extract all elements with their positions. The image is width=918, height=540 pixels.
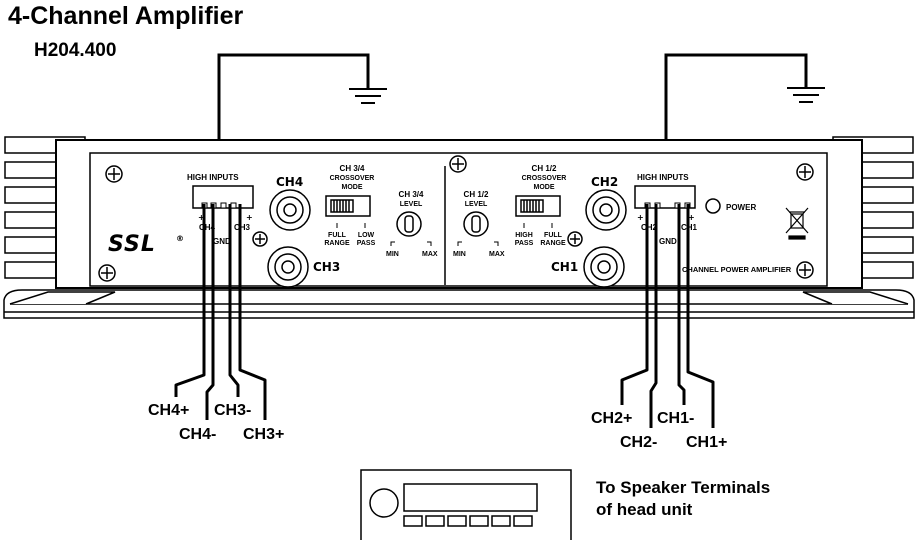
low-pass-label: PASS	[357, 240, 376, 247]
ch3-rca-jack	[267, 246, 309, 288]
ch34-crossover-label: CH 3/4	[340, 164, 365, 173]
ch12-level-label: CH 1/2	[464, 190, 489, 199]
page-title: 4-Channel Amplifier	[8, 2, 244, 30]
max-label: MAX	[422, 251, 438, 258]
ch2-rca-label: CH2	[591, 175, 618, 189]
ground-wire-left	[217, 53, 370, 176]
screw-icon	[449, 155, 467, 173]
ch12-crossover-switch	[515, 195, 561, 217]
max-label: MAX	[489, 251, 505, 258]
ch12-level-knob	[463, 211, 489, 237]
ch4-rca-label: CH4	[276, 175, 303, 189]
ch1-rca-jack	[583, 246, 625, 288]
full-range-label: RANGE	[540, 240, 566, 247]
full-range-label: RANGE	[324, 240, 350, 247]
min-label: MIN	[386, 251, 399, 258]
ch34-level-label: CH 3/4	[399, 190, 424, 199]
ch4-rca-jack	[269, 189, 311, 231]
min-label: MIN	[453, 251, 466, 258]
ch12-level-label: LEVEL	[465, 201, 488, 208]
gnd-left-label: GND	[213, 237, 231, 246]
head-unit-caption: To Speaker Terminals of head unit	[596, 477, 770, 521]
wire-label-ch4-plus: CH4+	[148, 402, 190, 419]
ch12-crossover-label: CH 1/2	[532, 164, 557, 173]
screw-icon	[796, 163, 814, 181]
ch34-level-label: LEVEL	[400, 201, 423, 208]
input-wires-right	[620, 204, 715, 428]
ch34-crossover-label: CROSSOVER	[330, 175, 375, 182]
wire-label-ch3-minus: CH3-	[214, 402, 252, 419]
svg-text:+: +	[246, 213, 253, 222]
channel-power-amplifier-label: CHANNEL POWER AMPLIFIER	[682, 265, 792, 274]
screw-icon	[105, 165, 123, 183]
wire-label-ch2-plus: CH2+	[591, 410, 633, 427]
power-led	[705, 198, 721, 214]
ch34-level-knob	[396, 211, 422, 237]
ch34-crossover-label: MODE	[342, 184, 363, 191]
power-label: POWER	[726, 203, 756, 212]
ch1-rca-label: CH1	[551, 260, 578, 274]
ch34-crossover-switch	[325, 195, 371, 217]
low-pass-label: LOW	[358, 232, 375, 239]
ground-symbol-right	[787, 87, 825, 103]
high-inputs-right-label: HIGH INPUTS	[637, 173, 689, 182]
ch12-crossover-label: CROSSOVER	[522, 175, 567, 182]
brand-registered-mark: ®	[176, 234, 184, 243]
amplifier-base	[3, 289, 915, 319]
svg-text:+: +	[688, 213, 695, 222]
model-number: H204.400	[34, 40, 117, 61]
head-unit	[360, 469, 572, 540]
full-range-label: FULL	[328, 232, 347, 239]
input-wires-left	[174, 204, 267, 420]
screw-icon	[567, 231, 583, 247]
ch3-rca-label: CH3	[313, 260, 340, 274]
high-inputs-left-label: HIGH INPUTS	[187, 173, 239, 182]
wire-label-ch4-minus: CH4-	[179, 426, 217, 443]
ssl-logo: SSL ®	[108, 232, 184, 257]
svg-text:+: +	[198, 213, 205, 222]
wire-label-ch1-minus: CH1-	[657, 410, 695, 427]
ground-wire-right	[664, 53, 808, 176]
head-unit-caption-line2: of head unit	[596, 500, 693, 519]
head-unit-caption-line1: To Speaker Terminals	[596, 478, 771, 497]
wire-label-ch1-plus: CH1+	[686, 434, 728, 451]
screw-icon	[796, 261, 814, 279]
wire-label-ch3-plus: CH3+	[243, 426, 285, 443]
weee-bin-icon	[785, 207, 809, 240]
brand-text: SSL	[108, 232, 156, 257]
ground-symbol-left	[349, 88, 387, 104]
wire-label-ch2-minus: CH2-	[620, 434, 658, 451]
high-pass-label: HIGH	[515, 232, 533, 239]
ch2-terminal-label: CH2	[641, 223, 658, 232]
gnd-right-label: GND	[659, 237, 677, 246]
ch12-crossover-label: MODE	[534, 184, 555, 191]
ch2-rca-jack	[585, 189, 627, 231]
high-pass-label: PASS	[515, 240, 534, 247]
ch4-terminal-label: CH4	[199, 223, 216, 232]
screw-icon	[98, 264, 116, 282]
screw-icon	[252, 231, 268, 247]
ch3-terminal-label: CH3	[234, 223, 251, 232]
svg-text:+: +	[637, 213, 644, 222]
full-range-label: FULL	[544, 232, 563, 239]
